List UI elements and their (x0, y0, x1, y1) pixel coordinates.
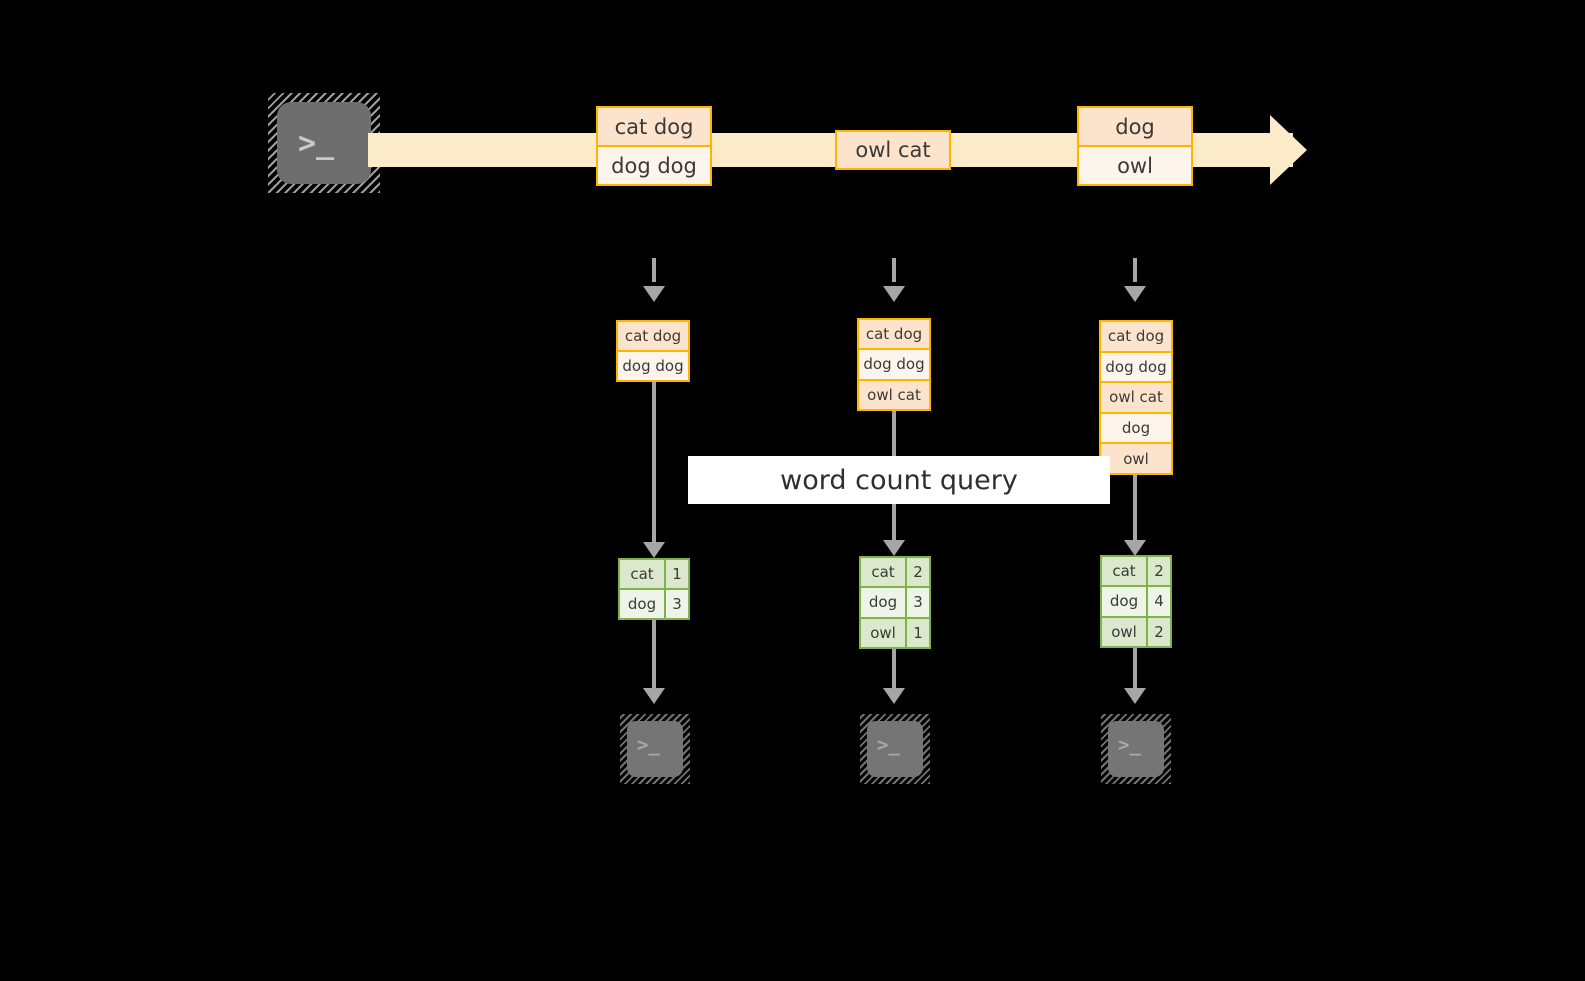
result-count: 3 (905, 588, 929, 617)
terminal-body (627, 721, 683, 777)
result-count: 1 (905, 618, 929, 647)
terminal-prompt-glyph: >_ (877, 734, 900, 756)
query-label: word count query (688, 456, 1110, 504)
stream-message-line: dog dog (598, 145, 710, 184)
sink-terminal-icon: >_ (1101, 714, 1171, 784)
snapshot-state-table: cat dog dog dog (616, 320, 690, 382)
query-connector-arrowhead (1124, 540, 1146, 556)
result-to-sink-connector (1133, 648, 1137, 692)
result-to-sink-arrowhead (883, 688, 905, 704)
table-row: owl 1 (861, 616, 929, 647)
terminal-body (867, 721, 923, 777)
result-to-sink-connector (652, 620, 656, 692)
terminal-prompt-glyph: >_ (298, 126, 335, 161)
query-connector-arrowhead (643, 542, 665, 558)
result-count: 2 (905, 558, 929, 587)
table-row: dog 3 (620, 588, 688, 618)
result-word: dog (1102, 587, 1146, 616)
result-to-sink-arrowhead (1124, 688, 1146, 704)
table-row: owl 2 (1102, 615, 1170, 646)
snapshot-state-table: cat dog dog dog owl cat (857, 318, 931, 411)
result-word: cat (620, 560, 664, 588)
snapshot-state-row: cat dog (1101, 322, 1171, 351)
query-connector (1133, 475, 1137, 548)
result-table: cat 2 dog 3 owl 1 (859, 556, 931, 649)
result-word: cat (1102, 557, 1146, 586)
snapshot-state-row: dog dog (618, 350, 688, 380)
result-to-sink-arrowhead (643, 688, 665, 704)
stream-to-snapshot-connector (1133, 258, 1137, 282)
snapshot-state-row: owl (1101, 442, 1171, 473)
stream-to-snapshot-arrowhead (643, 286, 665, 302)
stream-arrowhead (1270, 115, 1307, 185)
table-row: cat 1 (620, 560, 688, 588)
snapshot-state-row: cat dog (618, 322, 688, 350)
stream-message: dog owl (1077, 106, 1193, 186)
stream-to-snapshot-connector (892, 258, 896, 282)
result-word: dog (620, 590, 664, 618)
sink-terminal-icon: >_ (860, 714, 930, 784)
sink-terminal-icon: >_ (620, 714, 690, 784)
result-word: cat (861, 558, 905, 587)
result-to-sink-connector (892, 649, 896, 692)
result-count: 1 (664, 560, 688, 588)
source-terminal-icon: >_ (268, 93, 380, 193)
snapshot-state-row: cat dog (859, 320, 929, 349)
result-table: cat 2 dog 4 owl 2 (1100, 555, 1172, 648)
terminal-body (1108, 721, 1164, 777)
result-word: dog (861, 588, 905, 617)
stream-message-line: owl cat (837, 132, 949, 168)
table-row: dog 4 (1102, 585, 1170, 616)
result-word: owl (1102, 617, 1146, 646)
result-word: owl (861, 618, 905, 647)
query-connector-arrowhead (883, 540, 905, 556)
table-row: cat 2 (861, 558, 929, 587)
snapshot-state-row: owl cat (859, 378, 929, 409)
result-table: cat 1 dog 3 (618, 558, 690, 620)
snapshot-state-table: cat dog dog dog owl cat dog owl (1099, 320, 1173, 475)
stream-to-snapshot-connector (652, 258, 656, 282)
stream-message-line: owl (1079, 145, 1191, 184)
result-count: 4 (1146, 587, 1170, 616)
stream-to-snapshot-arrowhead (1124, 286, 1146, 302)
snapshot-state-row: dog dog (1101, 350, 1171, 382)
stream-to-snapshot-arrowhead (883, 286, 905, 302)
result-count: 3 (664, 590, 688, 618)
result-count: 2 (1146, 557, 1170, 586)
terminal-body (277, 102, 371, 184)
terminal-prompt-glyph: >_ (1118, 734, 1141, 756)
snapshot-state-row: owl cat (1101, 381, 1171, 412)
snapshot-state-row: dog dog (859, 348, 929, 379)
stream-message: owl cat (835, 130, 951, 170)
table-row: cat 2 (1102, 557, 1170, 586)
query-connector (652, 382, 656, 550)
table-row: dog 3 (861, 586, 929, 617)
stream-message-line: cat dog (598, 108, 710, 145)
result-count: 2 (1146, 617, 1170, 646)
stream-message: cat dog dog dog (596, 106, 712, 186)
terminal-prompt-glyph: >_ (637, 734, 660, 756)
stream-message-line: dog (1079, 108, 1191, 145)
snapshot-state-row: dog (1101, 411, 1171, 443)
